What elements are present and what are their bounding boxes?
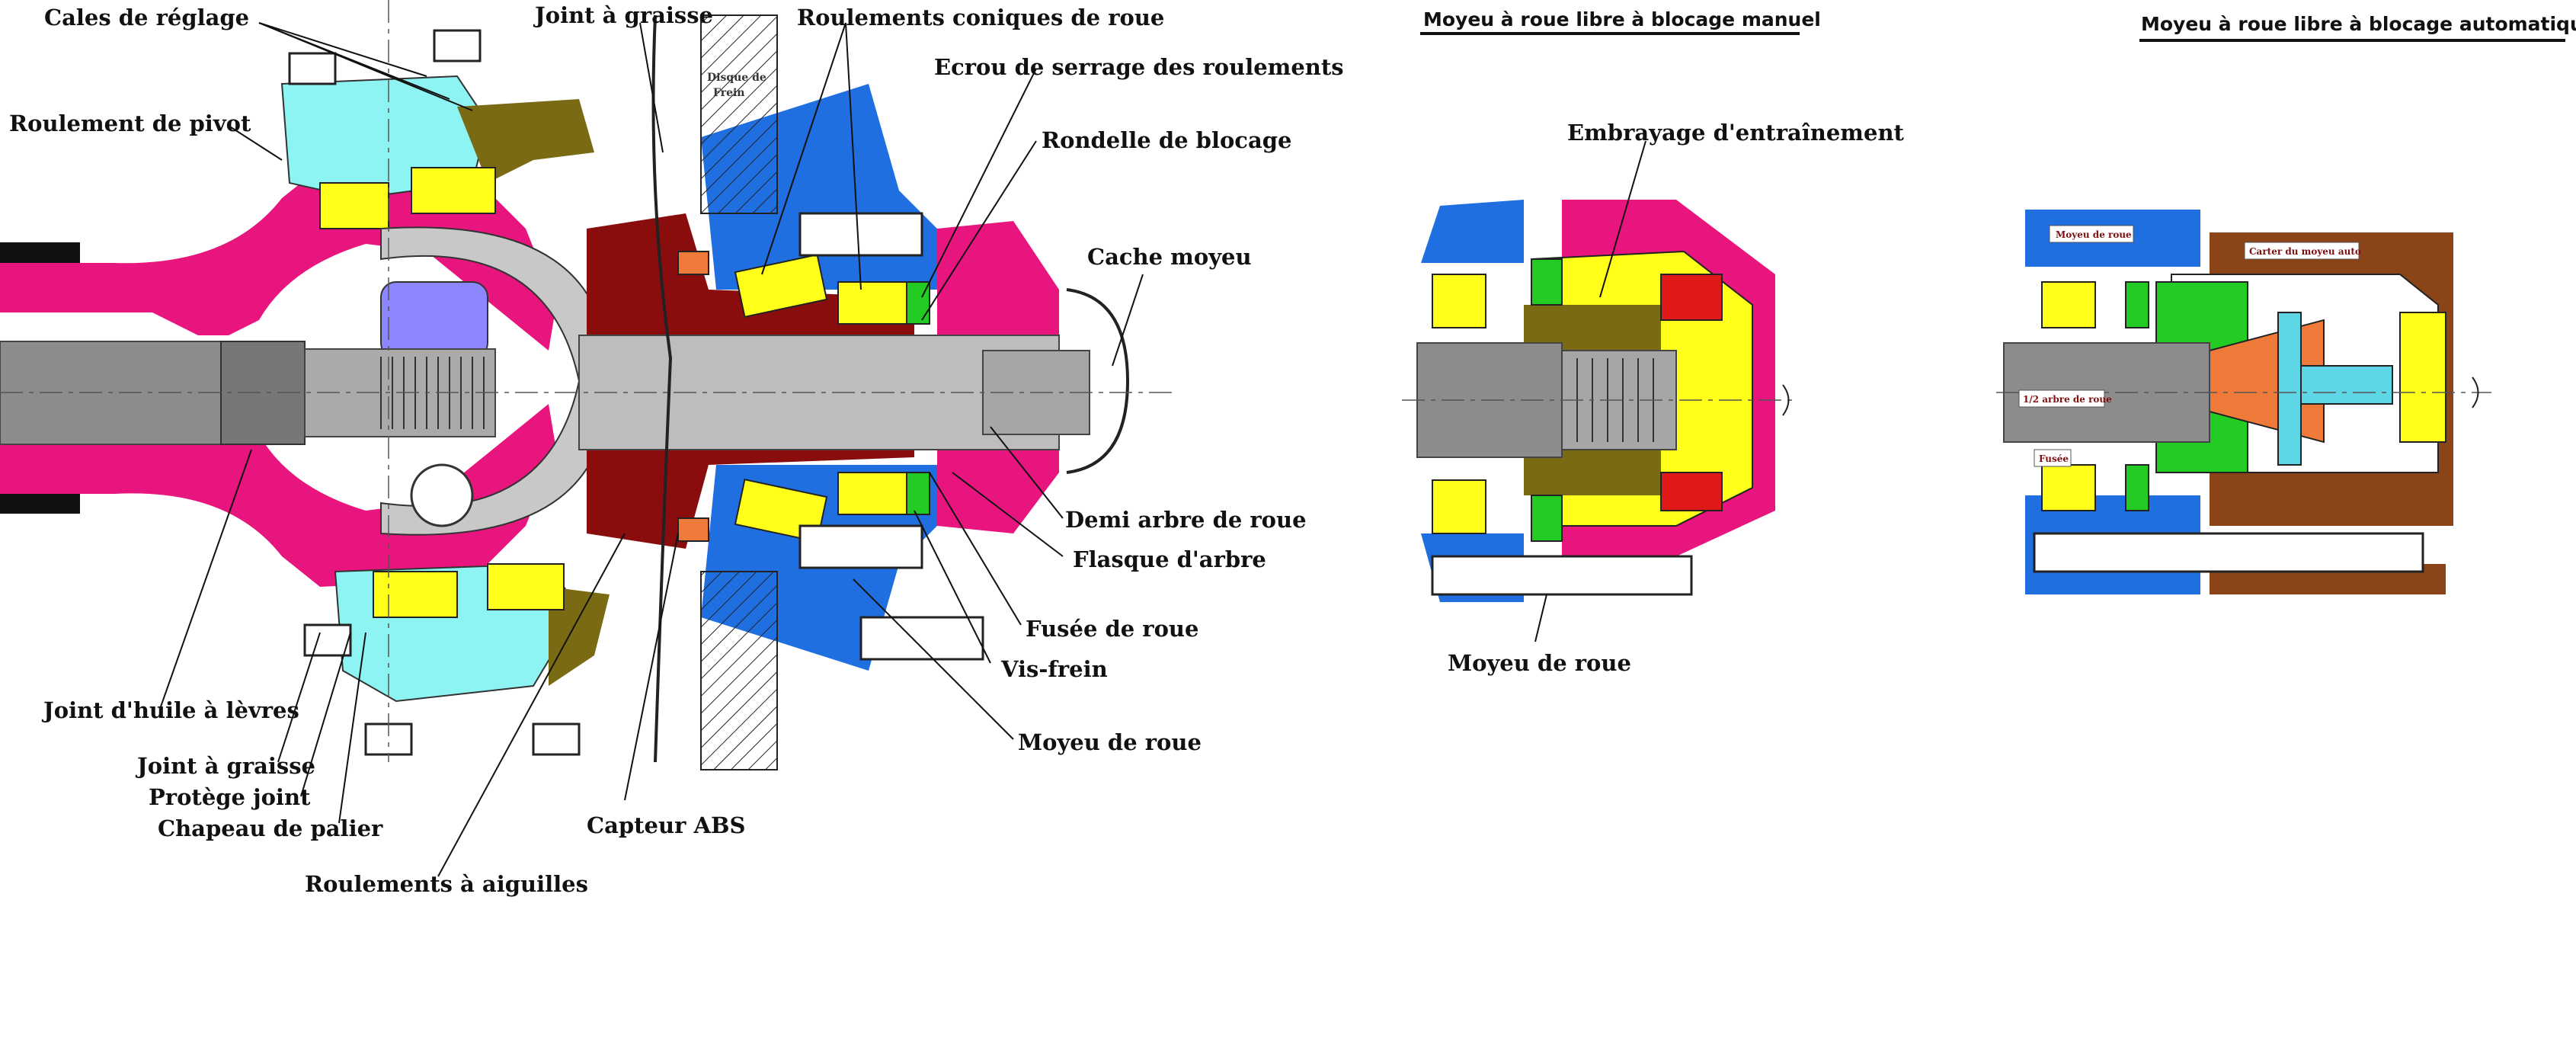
taper-bearing-upper-inner <box>734 254 828 318</box>
olive-seal-lower <box>549 587 610 686</box>
cap-bolt-2 <box>433 29 482 62</box>
pivot-bearing-upper-a <box>319 182 389 229</box>
brake-disc-lower <box>700 571 778 770</box>
manual-leader-clutch <box>1599 140 1646 298</box>
label-cache-moyeu: Cache moyeu <box>1087 244 1252 270</box>
label-demi-arbre-de-roue: Demi arbre de roue <box>1065 507 1307 533</box>
brake-disc-upper <box>700 14 778 214</box>
auto-rotation-arrow <box>2472 376 2479 408</box>
auto-green-ring-lower <box>2125 464 2149 511</box>
manual-red-part-upper <box>1660 274 1723 321</box>
manual-bearing-upper <box>1432 274 1486 328</box>
label-chapeau-de-palier: Chapeau de palier <box>158 815 383 841</box>
cap-bolt-5 <box>532 722 581 756</box>
pivot-bearing-lower-b <box>487 563 565 610</box>
auto-bearing-upper <box>2041 281 2096 328</box>
knuckle-lower <box>0 404 556 587</box>
auto-label-box-fusee <box>2034 449 2072 467</box>
cap-bolt-1 <box>288 52 337 85</box>
axle-tube-bottom <box>0 492 80 514</box>
taper-bearing-lower-outer <box>837 472 915 515</box>
cv-ball-upper <box>380 281 488 359</box>
cap-bolt-3 <box>303 623 352 657</box>
cv-joint-shell <box>380 226 611 536</box>
half-shaft <box>578 335 1060 450</box>
manual-hub-diagram: Moyeu à roue libre à blocage manuel Embr… <box>1402 8 1905 676</box>
leader-lines-main <box>159 22 1144 877</box>
pivot-bearing-lower-a <box>373 571 458 618</box>
main-hub-cross-section: Disque de Frein Cales d <box>0 0 1344 897</box>
label-fusee-de-roue: Fusée de roue <box>1026 616 1198 642</box>
auto-hub-title: Moyeu à roue libre à blocage automatique <box>2141 13 2576 35</box>
cv-ball-lower <box>410 463 474 527</box>
wheel-stud-lower-2 <box>859 616 984 661</box>
manual-hub-upper <box>1421 200 1524 263</box>
manual-label-embrayage: Embrayage d'entraînement <box>1567 120 1905 146</box>
auto-bearing-lower <box>2041 464 2096 511</box>
auto-stud <box>2033 532 2424 573</box>
lock-washer-lower <box>906 472 930 515</box>
label-protege-joint: Protège joint <box>149 784 311 810</box>
label-moyeu-de-roue: Moyeu de roue <box>1018 729 1202 755</box>
axle-tube-top <box>0 242 80 264</box>
manual-leader-hub <box>1534 594 1547 642</box>
olive-seal-upper <box>457 99 594 183</box>
auto-hub-diagram: Moyeu à roue libre à blocage automatique… <box>1996 13 2576 594</box>
label-vis-frein: Vis-frein <box>1000 656 1108 682</box>
manual-green-ring-lower <box>1531 495 1563 542</box>
label-roulements-coniques: Roulements coniques de roue <box>797 5 1164 30</box>
auto-label-box-hub <box>2049 225 2134 243</box>
manual-green-ring-upper <box>1531 258 1563 306</box>
label-cales-de-reglage: Cales de réglage <box>44 5 249 30</box>
wheel-stud-upper <box>798 212 923 257</box>
manual-red-part-lower <box>1660 472 1723 511</box>
auto-cyan-plate <box>2277 312 2302 466</box>
manual-bearing-lower <box>1432 479 1486 534</box>
label-roulement-de-pivot: Roulement de pivot <box>9 111 251 136</box>
manual-label-moyeu-de-roue: Moyeu de roue <box>1448 650 1631 676</box>
wheel-stud-lower <box>798 524 923 569</box>
auto-green-ring-upper <box>2125 281 2149 328</box>
taper-bearing-upper-outer <box>837 281 915 325</box>
auto-label-fusee: Fusée <box>2039 453 2069 464</box>
auto-label-demi-arbre: 1/2 arbre de roue <box>2023 394 2112 405</box>
label-joint-a-graisse-top: Joint à graisse <box>533 2 713 28</box>
disc-label-line2: Frein <box>713 87 744 99</box>
auto-label-moyeu-de-roue: Moyeu de roue <box>2056 229 2132 240</box>
abs-ring-lower <box>677 517 709 542</box>
label-roulements-a-aiguilles: Roulements à aiguilles <box>305 871 588 897</box>
label-rondelle-de-blocage: Rondelle de blocage <box>1042 127 1291 153</box>
label-capteur-abs: Capteur ABS <box>587 812 745 838</box>
auto-label-box-shaft <box>2018 389 2105 408</box>
auto-label-box-casing <box>2244 242 2360 260</box>
label-flasque-darbre: Flasque d'arbre <box>1073 546 1266 572</box>
label-joint-dhuile-a-levres: Joint d'huile à lèvres <box>41 697 299 723</box>
disc-label-line1: Disque de <box>707 72 766 84</box>
manual-rotation-arrow <box>1782 384 1790 416</box>
label-ecrou-de-serrage: Ecrou de serrage des roulements <box>934 54 1344 80</box>
abs-ring-upper <box>677 251 709 275</box>
label-joint-a-graisse-bottom: Joint à graisse <box>135 753 315 779</box>
auto-label-carter: Carter du moyeu auto <box>2249 246 2361 257</box>
auto-cyan-arm <box>2300 365 2393 405</box>
hub-cover-outline <box>1066 288 1130 474</box>
manual-hub-title: Moyeu à roue libre à blocage manuel <box>1423 8 1821 30</box>
manual-stud <box>1431 555 1693 596</box>
pivot-bearing-upper-b <box>411 167 496 214</box>
auto-yellow-knob <box>2399 312 2446 443</box>
